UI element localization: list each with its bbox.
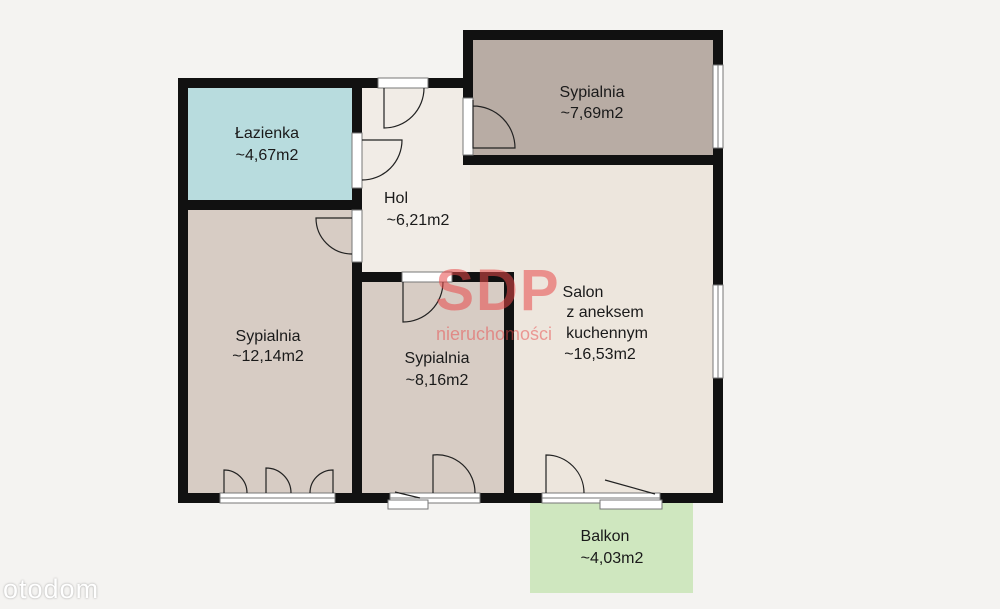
watermark-brand: SDP	[435, 258, 560, 323]
room-bedroom-large-fill	[185, 205, 360, 495]
site-logo: otodom	[3, 574, 100, 604]
bathroom-area: ~4,67m2	[236, 147, 299, 164]
bedroom-middle-name: Sypialnia	[405, 350, 470, 367]
living-name-line1: Salon	[563, 284, 604, 301]
watermark-subtitle: nieruchomości	[436, 324, 552, 344]
hall-name: Hol	[384, 190, 408, 207]
living-area: ~16,53m2	[564, 346, 636, 363]
bedroom-large-name: Sypialnia	[236, 328, 301, 345]
bathroom-name: Łazienka	[235, 125, 299, 142]
room-balcony-fill	[530, 500, 693, 593]
room-hall-fill	[360, 85, 470, 275]
hall-area: ~6,21m2	[387, 212, 450, 229]
door-swings	[223, 87, 656, 499]
living-name-line3: kuchennym	[566, 325, 648, 342]
windows	[219, 64, 724, 510]
walls	[178, 30, 723, 503]
living-name-line2: z aneksem	[566, 304, 643, 321]
room-bedroom-top-fill	[470, 37, 720, 162]
bedroom-top-area: ~7,69m2	[561, 105, 624, 122]
bedroom-large-area: ~12,14m2	[232, 348, 304, 365]
bedroom-middle-area: ~8,16m2	[406, 372, 469, 389]
room-bathroom-fill	[185, 85, 360, 205]
balcony-name: Balkon	[581, 528, 630, 545]
room-bedroom-middle-fill	[360, 278, 508, 495]
bedroom-top-name: Sypialnia	[560, 84, 625, 101]
watermark-logo: SDP nieruchomości	[435, 258, 560, 344]
balcony-area: ~4,03m2	[581, 550, 644, 567]
